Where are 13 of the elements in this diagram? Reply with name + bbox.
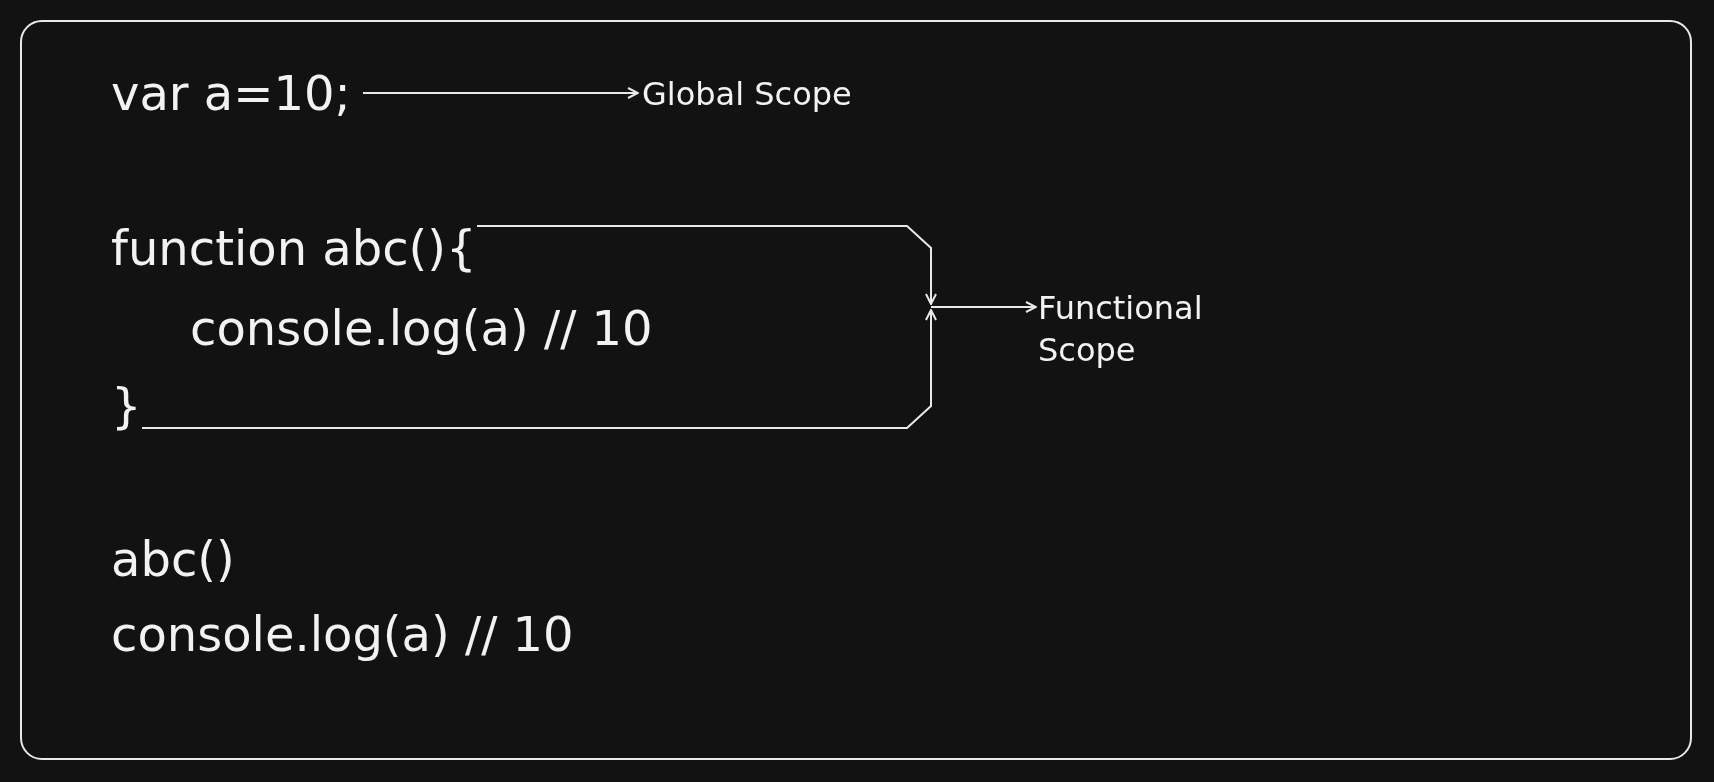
code-line: abc() [111,529,235,589]
scope-label: Global Scope [642,73,852,115]
arrow [930,301,1037,313]
code-line: function abc(){ [111,218,477,278]
arrow [141,309,937,429]
code-line: var a=10; [111,63,351,123]
code-line: } [111,376,142,436]
scope-label: Functional Scope [1038,287,1268,371]
code-line: console.log(a) // 10 [190,298,653,358]
code-panel [20,20,1692,760]
arrow [476,225,937,305]
code-line: console.log(a) // 10 [111,604,574,664]
arrow [362,87,639,99]
